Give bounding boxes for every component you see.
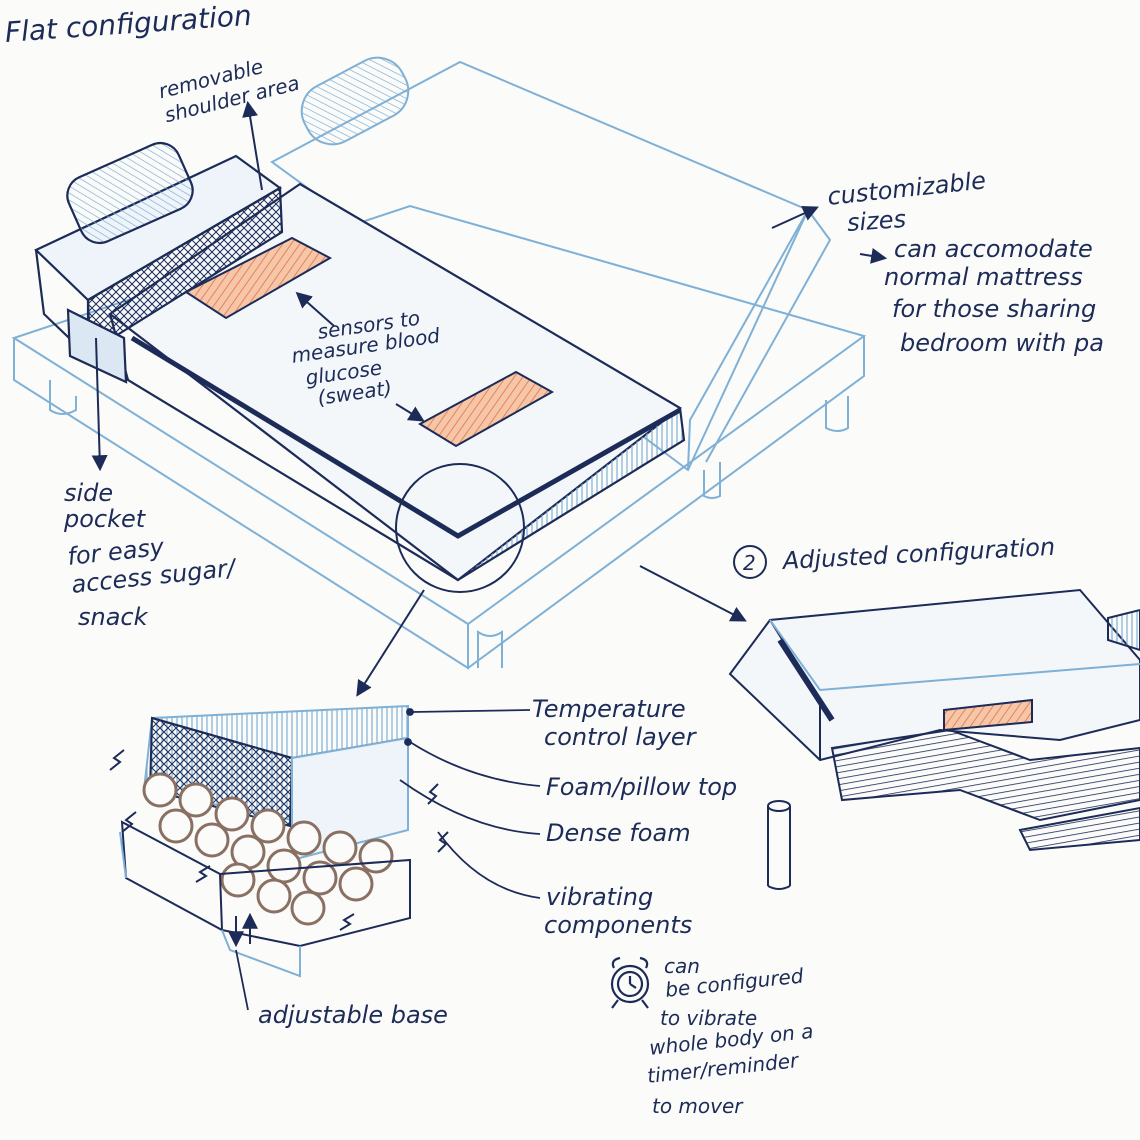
layer-cross-section bbox=[109, 704, 449, 978]
callout-lines bbox=[235, 708, 541, 1011]
dense-foam-label: Dense foam bbox=[546, 819, 691, 847]
alarm-clock-icon bbox=[610, 956, 650, 1009]
temperature-label-line2: control layer bbox=[544, 723, 696, 751]
vibrating-label-line2: components bbox=[544, 911, 693, 939]
vibrating-label-line1: vibrating bbox=[546, 883, 654, 911]
customizable-label-line2: sizes bbox=[846, 204, 907, 237]
accommodate-line2: normal mattress bbox=[884, 263, 1083, 291]
side-pocket-line2: pocket bbox=[64, 505, 146, 533]
annotation-arrows bbox=[91, 100, 888, 697]
accommodate-line4: bedroom with pa bbox=[900, 329, 1104, 357]
adjusted-bed bbox=[728, 588, 1140, 890]
side-pocket-line5: snack bbox=[78, 603, 148, 631]
step-number-circle bbox=[733, 545, 767, 579]
shoulder-area bbox=[34, 141, 284, 384]
zoom-circle bbox=[395, 463, 525, 593]
temperature-label-line1: Temperature bbox=[532, 695, 686, 723]
configured-line1: can bbox=[664, 954, 700, 978]
foam-pillow-label: Foam/pillow top bbox=[546, 773, 738, 801]
accommodate-line1: can accomodate bbox=[894, 235, 1093, 263]
adjustable-base-label: adjustable base bbox=[258, 1001, 448, 1029]
step-number-2: 2 bbox=[743, 551, 756, 575]
accommodate-line3: for those sharing bbox=[892, 295, 1097, 323]
coil-layer bbox=[142, 772, 394, 926]
configured-line3: to vibrate bbox=[660, 1006, 758, 1030]
side-pocket-line1: side bbox=[64, 479, 114, 507]
configured-line6: to mover bbox=[652, 1094, 743, 1118]
